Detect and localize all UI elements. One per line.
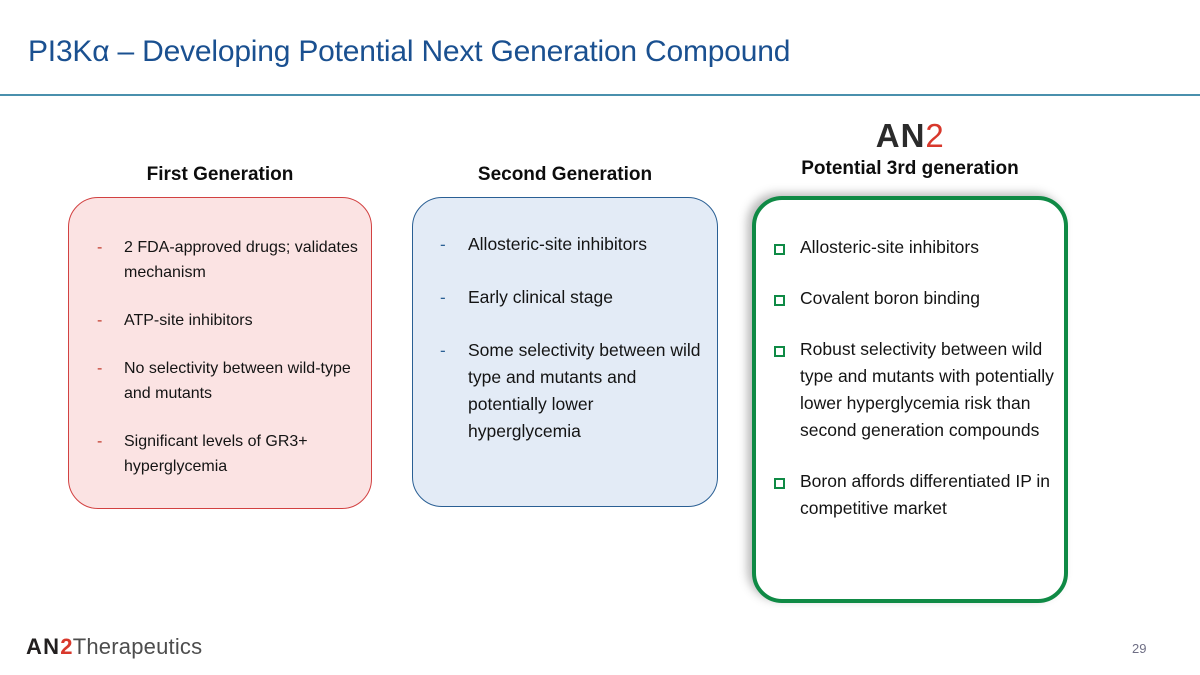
checkbox-square-icon (774, 235, 800, 262)
list-item: Covalent boron binding (774, 285, 1056, 312)
bullet-list-third-generation: Allosteric-site inhibitors Covalent boro… (774, 234, 1056, 522)
card-third-generation: Allosteric-site inhibitors Covalent boro… (752, 196, 1068, 603)
bullet-list-first-generation: - 2 FDA-approved drugs; validates mechan… (97, 235, 359, 479)
list-item: - ATP-site inhibitors (97, 308, 359, 333)
dash-bullet-icon: - (97, 239, 103, 256)
dash-bullet-icon: - (440, 235, 446, 254)
list-item-text: Boron affords differentiated IP in compe… (800, 471, 1051, 518)
footer-logo-an: AN (26, 634, 61, 659)
list-item-text: Covalent boron binding (800, 288, 980, 308)
checkbox-square-icon (774, 469, 800, 496)
list-item: - Early clinical stage (440, 284, 708, 311)
title-divider (0, 94, 1200, 96)
list-item-text: No selectivity between wild-type and mut… (124, 360, 351, 402)
footer-logo-two: 2 (60, 634, 73, 659)
dash-bullet-icon: - (97, 360, 103, 377)
checkbox-square-icon (774, 337, 800, 364)
list-item: - Some selectivity between wild type and… (440, 337, 708, 445)
column-subtitle-third-generation: Potential 3rd generation (801, 158, 1019, 179)
list-item: Boron affords differentiated IP in compe… (774, 468, 1056, 522)
list-item: - Significant levels of GR3+ hyperglycem… (97, 429, 359, 479)
dash-bullet-icon: - (440, 288, 446, 307)
dash-bullet-icon: - (97, 433, 103, 450)
dash-bullet-icon: - (440, 341, 446, 360)
page-number: 29 (1132, 641, 1147, 656)
column-header-third-generation: AN2 Potential 3rd generation (752, 118, 1068, 181)
an2-logo-an: AN (875, 117, 926, 154)
list-item: - 2 FDA-approved drugs; validates mechan… (97, 235, 359, 285)
list-item-text: Early clinical stage (468, 287, 613, 307)
list-item: Robust selectivity between wild type and… (774, 336, 1056, 444)
list-item-text: 2 FDA-approved drugs; validates mechanis… (124, 239, 358, 281)
list-item: - No selectivity between wild-type and m… (97, 356, 359, 406)
list-item-text: Allosteric-site inhibitors (800, 237, 979, 257)
list-item-text: Allosteric-site inhibitors (468, 234, 647, 254)
list-item: - Allosteric-site inhibitors (440, 231, 708, 258)
list-item-text: ATP-site inhibitors (124, 312, 253, 329)
footer-logo-word: Therapeutics (72, 634, 203, 659)
column-header-second-generation: Second Generation (477, 164, 653, 185)
an2-logo: AN2 (752, 118, 1068, 154)
list-item-text: Some selectivity between wild type and m… (468, 340, 701, 441)
checkbox-square-icon (774, 286, 800, 313)
an2-logo-two: 2 (925, 117, 945, 154)
list-item-text: Robust selectivity between wild type and… (800, 339, 1054, 440)
list-item: Allosteric-site inhibitors (774, 234, 1056, 261)
column-header-first-generation: First Generation (146, 164, 294, 185)
page-title: PI3Kα – Developing Potential Next Genera… (28, 35, 791, 68)
list-item-text: Significant levels of GR3+ hyperglycemia (124, 433, 308, 475)
bullet-list-second-generation: - Allosteric-site inhibitors - Early cli… (440, 231, 708, 445)
footer-company-logo: AN2Therapeutics (26, 634, 202, 660)
card-first-generation: - 2 FDA-approved drugs; validates mechan… (68, 197, 372, 509)
dash-bullet-icon: - (97, 312, 103, 329)
card-second-generation: - Allosteric-site inhibitors - Early cli… (412, 197, 718, 507)
